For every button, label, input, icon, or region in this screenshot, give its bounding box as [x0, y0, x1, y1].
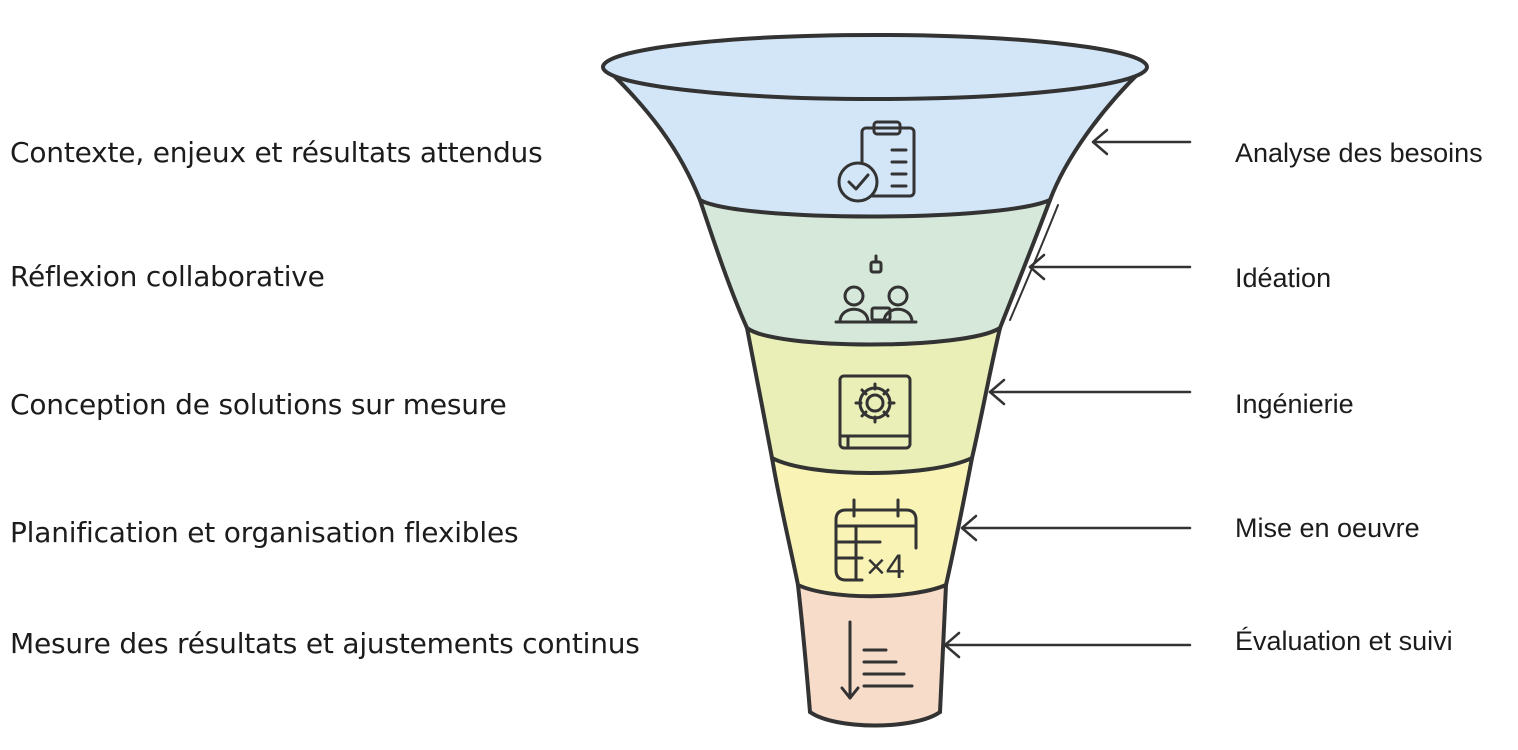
arrow-2 [1028, 253, 1192, 281]
icons [834, 120, 918, 700]
funnel-rim [601, 33, 1149, 101]
left-label-contexte: Contexte, enjeux et résultats attendus [10, 136, 543, 169]
arrow-3 [988, 378, 1192, 406]
funnel-bottom [808, 710, 942, 728]
arrow-4 [960, 514, 1192, 542]
arrow-5 [943, 631, 1192, 659]
funnel-right-edge [938, 65, 1147, 714]
stage-1-fill [605, 67, 1145, 217]
arrow-1 [1091, 128, 1192, 156]
left-label-planification: Planification et organisation flexibles [10, 516, 519, 549]
right-label-evaluation: Évaluation et suivi [1235, 626, 1453, 656]
stage-5-fill [798, 585, 946, 726]
right-label-mise-en-oeuvre: Mise en oeuvre [1235, 513, 1420, 543]
stage-divider-2 [745, 326, 1002, 347]
stage-3-fill [747, 328, 1000, 473]
clipboard-check-icon [837, 120, 916, 203]
right-label-ingenierie: Ingénierie [1235, 389, 1354, 419]
right-label-ideation: Idéation [1235, 263, 1332, 293]
calendar-x4-icon [834, 498, 918, 582]
stage-divider-1 [698, 198, 1052, 219]
right-label-analyse: Analyse des besoins [1235, 138, 1483, 168]
stage-divider-4 [796, 583, 948, 599]
left-label-mesure: Mesure des résultats et ajustements cont… [10, 627, 640, 660]
arrows [943, 128, 1192, 659]
left-label-conception: Conception de solutions sur mesure [10, 388, 507, 421]
left-label-reflexion: Réflexion collaborative [10, 260, 325, 293]
stage-divider-3 [770, 456, 974, 475]
funnel-left-edge [603, 65, 812, 714]
sort-down-icon [840, 620, 914, 700]
funnel-outline [601, 33, 1149, 728]
calendar-multiplier-text: ×4 [866, 548, 905, 586]
gear-book-icon [838, 374, 912, 450]
collaboration-icon [834, 254, 918, 324]
